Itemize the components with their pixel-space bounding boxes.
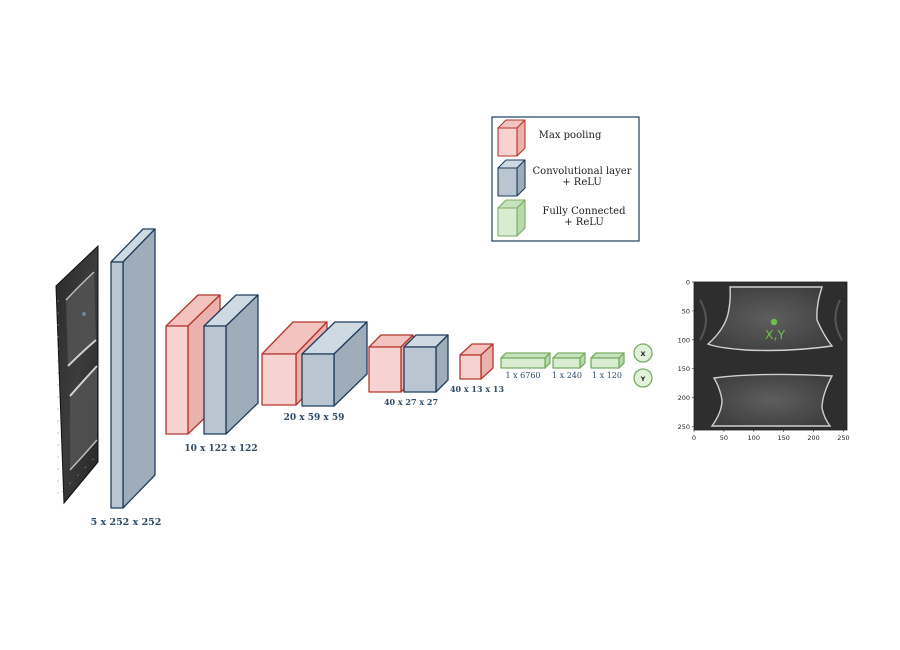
legend-fc-icon <box>497 199 526 237</box>
y-tick-label: 50 <box>682 307 690 315</box>
x-tick-label: 250 <box>837 434 849 442</box>
legend-fc-label-line1: Fully Connected <box>542 206 626 217</box>
result-annotation: X,Y <box>765 327 786 342</box>
block1-conv-layer <box>203 294 259 435</box>
legend-conv-icon <box>497 159 526 197</box>
dim-label-input: 5 x 252 x 252 <box>91 517 162 528</box>
y-tick-label: 200 <box>678 394 690 402</box>
dim-label-block1: 10 x 122 x 122 <box>184 444 257 454</box>
legend: Max pooling Convolutional layer + ReLU F… <box>491 116 640 242</box>
x-tick-label: 200 <box>807 434 819 442</box>
y-tick-label: 150 <box>678 365 690 373</box>
dim-label-block2: 20 x 59 x 59 <box>284 413 345 423</box>
y-tick-label: 0 <box>686 279 690 287</box>
legend-fc-label-line2: + ReLU <box>564 217 604 228</box>
dim-label-block4: 40 x 13 x 13 <box>450 384 505 394</box>
legend-max-pooling-label: Max pooling <box>539 130 602 141</box>
layer-blocks <box>110 228 625 509</box>
x-tick-label: 50 <box>720 434 728 442</box>
fc2-layer <box>552 352 586 369</box>
input-conv-layer <box>110 228 156 509</box>
output-x-label: X <box>640 350 645 358</box>
output-node-y: Y <box>633 368 653 388</box>
y-tick-label: 100 <box>678 336 690 344</box>
x-tick-label: 0 <box>692 434 696 442</box>
result-point-marker <box>770 318 778 326</box>
legend-icons <box>497 119 526 237</box>
fc1-layer <box>500 352 551 369</box>
x-tick-label: 150 <box>777 434 789 442</box>
input-ct-image <box>55 244 101 505</box>
block3-conv-layer <box>403 334 449 393</box>
output-node-x: X <box>633 343 653 363</box>
legend-conv-label-line1: Convolutional layer <box>533 166 632 177</box>
y-tick-label: 250 <box>678 423 690 431</box>
dim-label-fc1: 1 x 6760 <box>505 371 540 380</box>
x-tick-label: 100 <box>748 434 760 442</box>
block2-conv-layer <box>301 321 368 407</box>
dim-label-fc2: 1 x 240 <box>552 371 582 380</box>
output-y-label: Y <box>640 375 646 383</box>
legend-maxpool-icon <box>497 119 526 157</box>
legend-conv-label-line2: + ReLU <box>562 177 602 188</box>
dim-label-fc3: 1 x 120 <box>592 371 622 380</box>
block4-maxpool <box>459 343 494 380</box>
fc3-layer <box>590 352 625 369</box>
dim-label-block3: 40 x 27 x 27 <box>384 397 438 407</box>
